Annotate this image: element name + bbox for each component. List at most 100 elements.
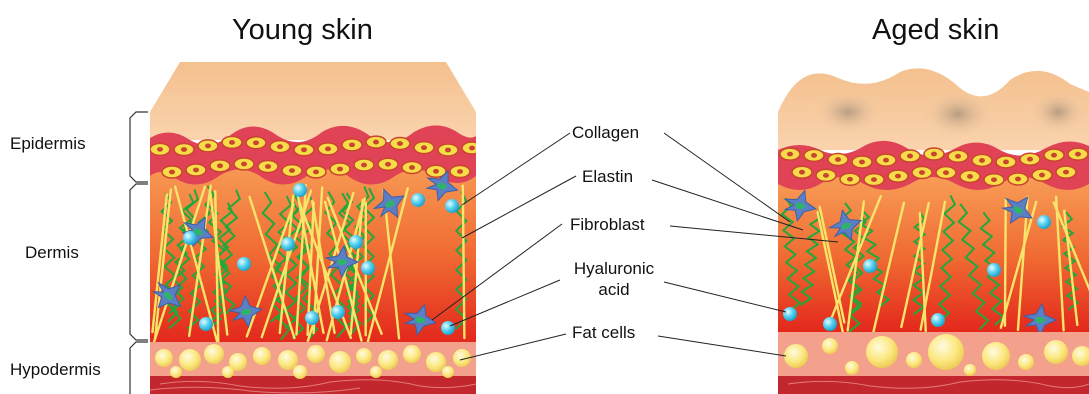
hyaluronic-leader-aged bbox=[664, 282, 786, 312]
hyaluronic-sphere bbox=[349, 235, 363, 249]
cell-nucleus bbox=[991, 177, 997, 182]
fat-cell bbox=[928, 334, 964, 370]
cell-nucleus bbox=[181, 147, 187, 152]
hyaluronic-sphere bbox=[361, 261, 375, 275]
hyaluronic-sphere bbox=[237, 257, 251, 271]
cell-nucleus bbox=[301, 147, 307, 152]
fat-cell bbox=[253, 347, 271, 365]
cell-nucleus bbox=[253, 140, 259, 145]
fibroblast-nucleus bbox=[1035, 317, 1045, 323]
cell-nucleus bbox=[169, 170, 175, 175]
cell-nucleus bbox=[433, 169, 439, 174]
fat-cell bbox=[204, 344, 224, 364]
fat-cell bbox=[964, 364, 976, 376]
fat-cell bbox=[403, 345, 421, 363]
cell-nucleus bbox=[157, 147, 163, 152]
fat-cell bbox=[866, 336, 898, 368]
cell-nucleus bbox=[787, 152, 793, 157]
collagen-fiber bbox=[1005, 200, 1006, 326]
fat-cell bbox=[179, 349, 201, 371]
fat-cell bbox=[307, 345, 325, 363]
hyaluronic-sphere bbox=[783, 307, 797, 321]
cell-nucleus bbox=[313, 169, 319, 174]
cell-nucleus bbox=[823, 173, 829, 178]
cell-nucleus bbox=[943, 170, 949, 175]
collagen-leader-aged bbox=[664, 133, 790, 222]
leader-lines bbox=[432, 133, 838, 360]
young-hypodermis bbox=[150, 342, 476, 394]
cell-nucleus bbox=[241, 162, 247, 167]
cell-nucleus bbox=[325, 146, 331, 151]
cell-nucleus bbox=[1075, 152, 1081, 157]
cell-nucleus bbox=[979, 158, 985, 163]
cell-nucleus bbox=[349, 142, 355, 147]
cell-nucleus bbox=[397, 141, 403, 146]
hyaluronic-sphere bbox=[281, 237, 295, 251]
layer-brackets bbox=[130, 112, 148, 394]
elastin-leader-young bbox=[462, 176, 576, 238]
cell-nucleus bbox=[907, 154, 913, 159]
collagen-leader-young bbox=[462, 133, 570, 205]
cell-nucleus bbox=[1063, 170, 1069, 175]
fat-cell bbox=[222, 366, 234, 378]
cell-nucleus bbox=[1027, 157, 1033, 162]
fat-cell bbox=[1044, 340, 1068, 364]
aged-hypodermis bbox=[778, 332, 1089, 394]
hyaluronic-sphere bbox=[987, 263, 1001, 277]
cell-nucleus bbox=[337, 167, 343, 172]
cell-nucleus bbox=[895, 174, 901, 179]
cell-nucleus bbox=[847, 177, 853, 182]
cell-nucleus bbox=[1015, 177, 1021, 182]
fat-cell bbox=[442, 366, 454, 378]
collagen-fiber bbox=[463, 186, 465, 338]
fat-cell bbox=[278, 350, 298, 370]
cell-nucleus bbox=[871, 177, 877, 182]
cell-nucleus bbox=[799, 170, 805, 175]
fat-cell bbox=[982, 342, 1010, 370]
fat-cell bbox=[155, 349, 173, 367]
fibroblast-nucleus bbox=[337, 259, 347, 265]
cell-nucleus bbox=[277, 144, 283, 149]
fat-cell bbox=[370, 366, 382, 378]
hyaluronic-sphere bbox=[863, 259, 877, 273]
cell-nucleus bbox=[1003, 160, 1009, 165]
cell-nucleus bbox=[229, 140, 235, 145]
hyaluronic-sphere bbox=[183, 231, 197, 245]
fat-cell bbox=[378, 350, 398, 370]
cell-nucleus bbox=[409, 165, 415, 170]
aged-skin-block bbox=[778, 68, 1089, 332]
cell-nucleus bbox=[193, 168, 199, 173]
cell-nucleus bbox=[1039, 173, 1045, 178]
hyaluronic-sphere bbox=[199, 317, 213, 331]
hyaluronic-sphere bbox=[931, 313, 945, 327]
fat-cell bbox=[784, 344, 808, 368]
cell-nucleus bbox=[445, 148, 451, 153]
hyaluronic-sphere bbox=[445, 199, 459, 213]
hyaluronic-sphere bbox=[1037, 215, 1051, 229]
hyaluronic-sphere bbox=[411, 193, 425, 207]
hyaluronic-sphere bbox=[293, 183, 307, 197]
fat-cell bbox=[906, 352, 922, 368]
cell-nucleus bbox=[955, 154, 961, 159]
hyaluronic-sphere bbox=[331, 305, 345, 319]
fat-cell bbox=[170, 366, 182, 378]
cell-nucleus bbox=[1051, 153, 1057, 158]
fat-cell bbox=[293, 365, 307, 379]
hyaluronic-sphere bbox=[823, 317, 837, 331]
cell-nucleus bbox=[469, 146, 475, 151]
hyaluronic-sphere bbox=[305, 311, 319, 325]
cell-nucleus bbox=[457, 169, 463, 174]
fat-cell bbox=[845, 361, 859, 375]
cell-nucleus bbox=[265, 164, 271, 169]
cell-nucleus bbox=[385, 162, 391, 167]
cell-nucleus bbox=[919, 170, 925, 175]
fatcells-leader-aged bbox=[658, 336, 786, 356]
cell-nucleus bbox=[373, 140, 379, 145]
cell-nucleus bbox=[205, 143, 211, 148]
cell-nucleus bbox=[361, 163, 367, 168]
cell-nucleus bbox=[967, 174, 973, 179]
fat-cell bbox=[822, 338, 838, 354]
fat-cell bbox=[329, 351, 351, 373]
cell-nucleus bbox=[289, 168, 295, 173]
